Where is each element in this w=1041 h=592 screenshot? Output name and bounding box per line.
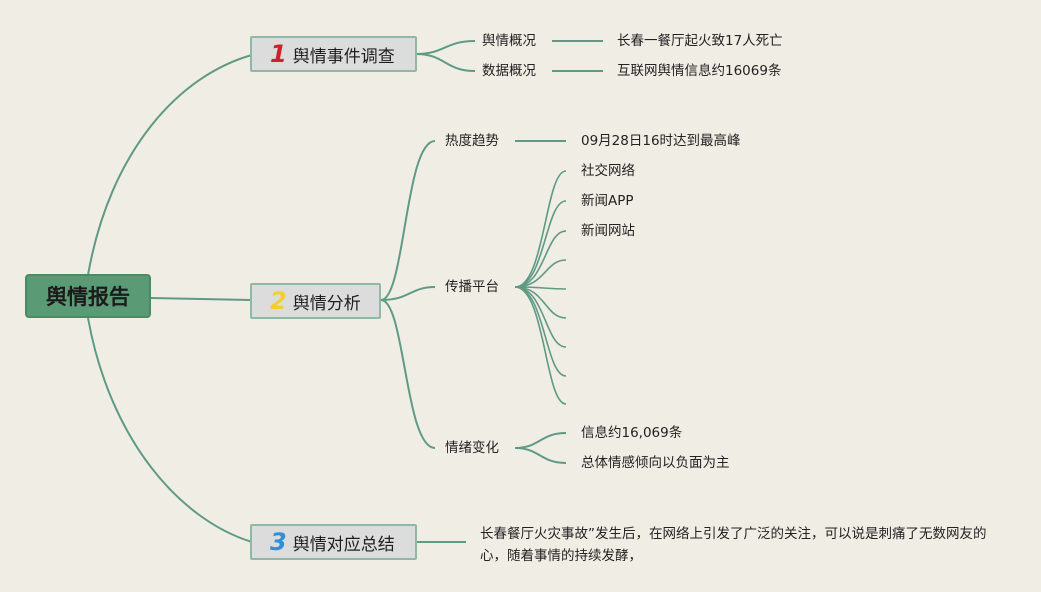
platform-fan-connectors	[514, 170, 567, 405]
connector-b2-heat	[380, 140, 436, 301]
connector-emotion-2	[514, 447, 567, 464]
node-platform-news-app[interactable]: 新闻APP	[581, 193, 634, 209]
root-node[interactable]: 舆情报告	[25, 274, 151, 318]
number-3-icon: 3	[270, 528, 287, 556]
number-1-icon: 1	[270, 40, 287, 68]
number-2-icon: 2	[270, 287, 287, 315]
branch-label: 舆情分析	[292, 293, 361, 314]
connector-b1-c1	[415, 40, 476, 55]
node-emotion-count[interactable]: 信息约16,069条	[581, 425, 683, 441]
node-emotion-tendency[interactable]: 总体情感倾向以负面为主	[581, 455, 730, 471]
root-label: 舆情报告	[46, 285, 130, 309]
node-data-overview[interactable]: 数据概况	[482, 63, 536, 79]
branch-label: 舆情对应总结	[292, 534, 395, 555]
connector-root-branch1	[87, 54, 253, 276]
connector-b2-emotion	[380, 299, 436, 449]
node-platforms[interactable]: 传播平台	[445, 279, 499, 295]
summary-text[interactable]: 长春餐厅火灾事故”发生后，在网络上引发了广泛的关注，可以说是刺痛了无数网友的心，…	[480, 526, 987, 564]
connector-root-branch3	[87, 317, 253, 543]
connector-root-branch2	[150, 297, 252, 301]
node-emotion-change[interactable]: 情绪变化	[445, 440, 499, 456]
node-heat-trend-value[interactable]: 09月28日16时达到最高峰	[581, 133, 741, 149]
node-heat-trend[interactable]: 热度趋势	[445, 133, 499, 149]
connector-b2-platform	[380, 286, 436, 301]
connector-emotion-1	[514, 432, 567, 449]
node-sentiment-overview-value[interactable]: 长春一餐厅起火致17人死亡	[617, 33, 783, 49]
node-platform-social[interactable]: 社交网络	[581, 163, 635, 179]
node-sentiment-overview[interactable]: 舆情概况	[482, 33, 536, 49]
branch-event-investigation[interactable]: 1 舆情事件调查	[250, 36, 417, 72]
branch-response-summary[interactable]: 3 舆情对应总结	[250, 524, 417, 560]
branch-sentiment-analysis[interactable]: 2 舆情分析	[250, 283, 381, 319]
node-data-overview-value[interactable]: 互联网舆情信息约16069条	[617, 63, 782, 79]
branch-label: 舆情事件调查	[292, 46, 395, 67]
node-platform-news-site[interactable]: 新闻网站	[581, 223, 635, 239]
connector-b1-c2	[415, 53, 476, 72]
